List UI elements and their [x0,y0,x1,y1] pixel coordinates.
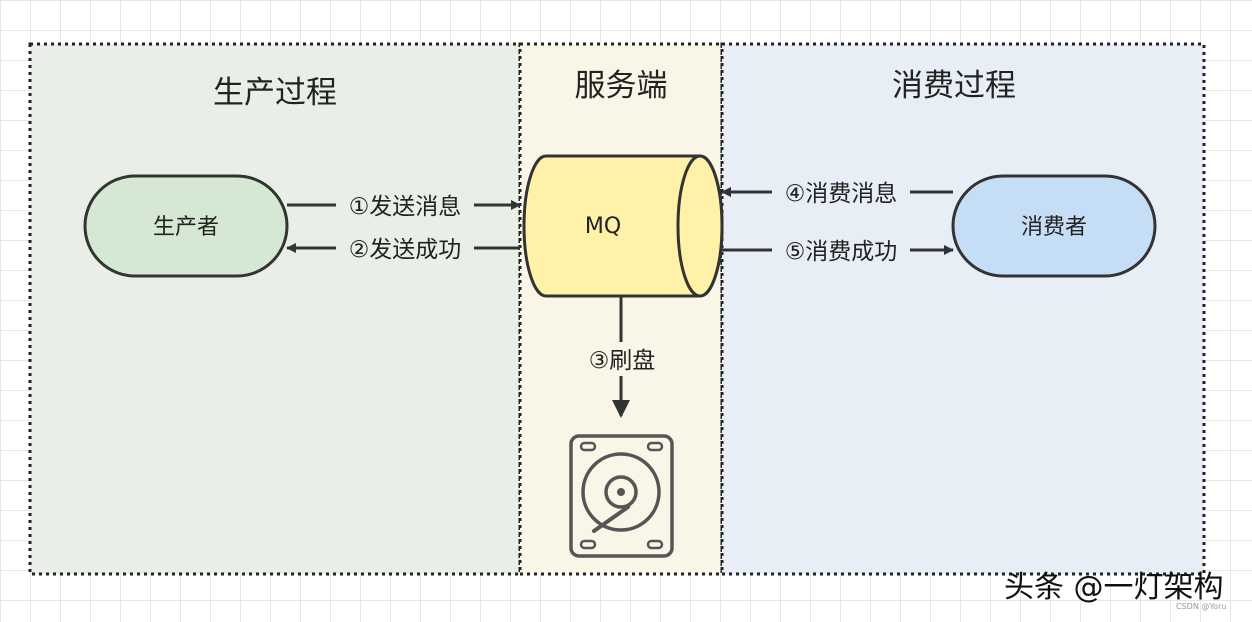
edge-send-success-label-bg [336,231,474,265]
watermark-small: CSDN @Yoru [1176,602,1227,611]
consumer-node[interactable] [951,174,1157,278]
edge-consume-message-label-bg [772,175,910,209]
mq-node[interactable] [522,154,724,298]
server-section-title: 服务端 [575,68,668,104]
production-section [28,42,522,576]
producer-node[interactable] [83,174,289,278]
edge-flush-disk-label: ③刷盘 [589,348,656,374]
consumption-section [720,42,1206,576]
edge-consume-message-label: ④消费消息 [785,181,898,207]
watermark-main: 头条 @一灯架构 [1004,570,1224,605]
producer-label: 生产者 [153,215,219,240]
edge-send-message-label-bg [336,188,474,222]
consumer-label: 消费者 [1021,215,1087,240]
hard-disk-icon [569,434,674,558]
edge-flush-disk-label-bg [580,342,664,376]
production-section-title: 生产过程 [213,75,337,111]
consumption-section-title: 消费过程 [892,68,1016,104]
edge-consume-success-label-bg [772,233,910,267]
edge-consume-success-label: ⑤消费成功 [785,239,898,265]
mq-label: MQ [585,214,621,239]
edge-send-success-label: ②发送成功 [349,237,462,263]
edge-send-message-label: ①发送消息 [349,194,462,220]
mq-cylinder-end [676,154,724,298]
